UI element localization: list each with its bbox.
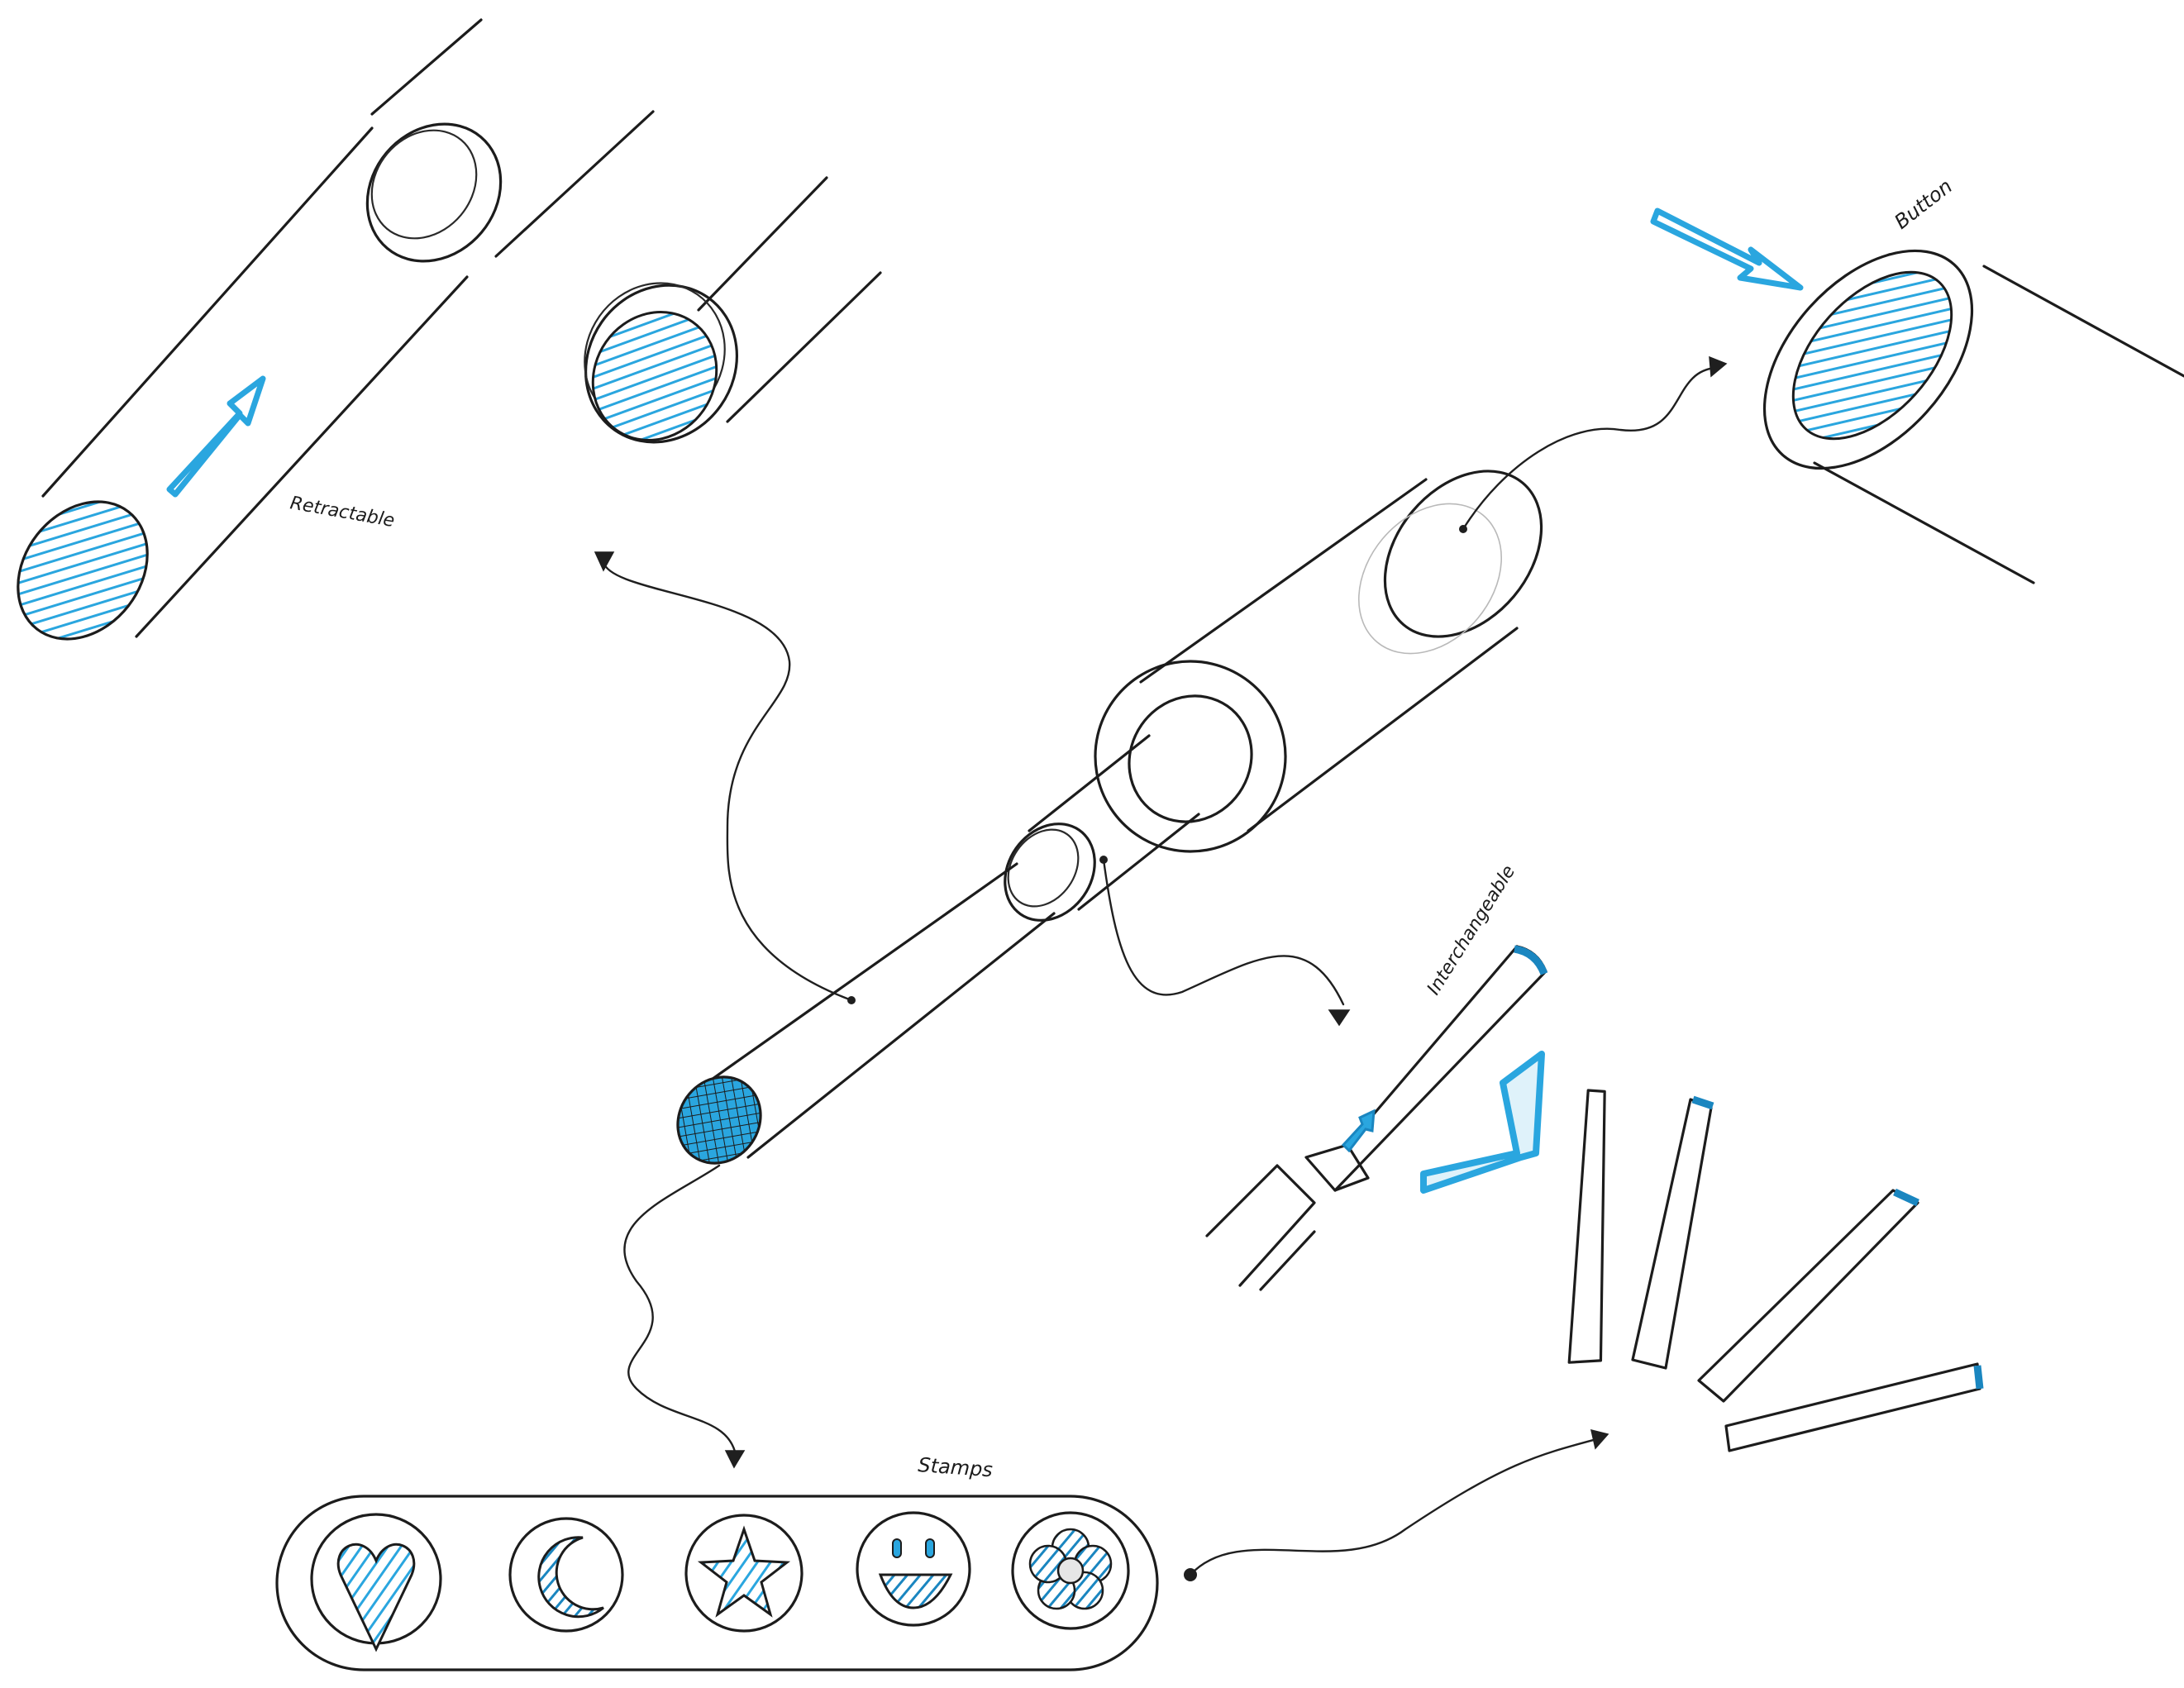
stamps-tray: Stamps [277, 1453, 1157, 1670]
flower-icon [1030, 1529, 1111, 1609]
label-interchangeable: Interchangeable [1423, 862, 1519, 999]
label-stamps: Stamps [918, 1453, 994, 1481]
pen-assembly [661, 441, 1574, 1180]
arrow-up-icon [169, 379, 263, 494]
star-icon [701, 1529, 787, 1614]
leader-lines [595, 357, 1726, 1581]
arrow-down-right-icon [1653, 211, 1800, 288]
refill-fan [1569, 1090, 1980, 1451]
label-retractable: Retractable [288, 493, 396, 532]
stamp-tip-detail [556, 178, 880, 472]
smiley-icon [880, 1539, 951, 1608]
interchangeable-detail: Interchangeable [1207, 862, 1980, 1451]
button-detail: Button [1653, 174, 2184, 583]
label-button: Button [1890, 174, 1957, 234]
arrow-down-left-icon [1423, 1054, 1542, 1190]
retractable-detail: Retractable [0, 20, 653, 665]
heart-icon [338, 1544, 414, 1649]
moon-icon [539, 1538, 603, 1617]
